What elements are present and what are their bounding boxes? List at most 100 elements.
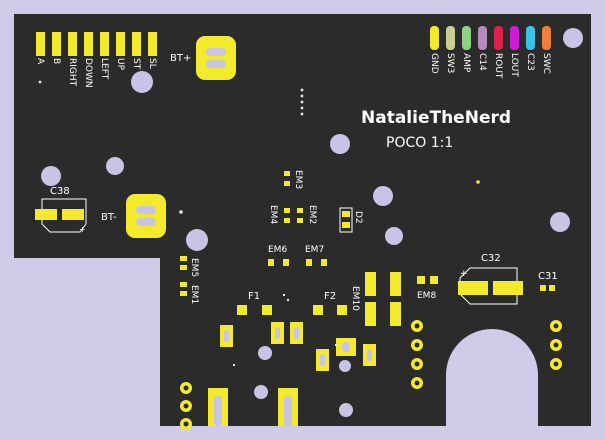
bt-plus-label: BT+ [170,53,191,64]
pad [36,32,45,56]
dot [179,210,183,214]
d2-diode [339,207,353,233]
c38-capacitor: + [35,198,87,234]
right-header-label: AMP [461,53,471,73]
lower-pad-holes [214,327,372,426]
em3-label: EM3 [293,170,303,189]
left-header-label: LEFT [99,58,109,80]
dot [476,180,480,184]
hole [550,212,570,232]
mounting-holes [41,28,583,417]
hole [131,71,153,93]
pad [52,32,61,56]
c32-label: C32 [481,253,501,264]
d2-label: D2 [353,211,363,224]
em6-em7 [268,259,327,266]
em5-em1 [180,256,187,296]
ring-pads-left [180,382,192,430]
hole [339,403,353,417]
hole [339,360,351,372]
svg-text:+: + [460,269,468,279]
pad [84,32,93,56]
dot [300,94,304,98]
left-header-label: A [35,58,45,65]
pad [100,32,109,56]
c31-label: C31 [538,271,558,282]
f2-label: F2 [324,291,336,302]
wire-pad [542,26,551,50]
wire-pad [494,26,503,50]
misc-pads [233,294,337,366]
right-header-label: LOUT [509,53,519,77]
hole [186,229,208,251]
hole [385,227,403,245]
wire-pad [462,26,471,50]
right-header-label: C14 [477,53,487,71]
right-header-label: ROUT [493,53,503,79]
em2-label: EM2 [307,205,317,224]
hole [41,166,61,186]
right-header-labels: GND SW3 AMP C14 ROUT LOUT C23 SWC [429,53,551,79]
left-header-label: B [51,58,61,64]
left-header-label: RIGHT [67,58,77,87]
board-title: NatalieTheNerd [361,108,511,128]
dot [300,106,304,110]
left-header-label: UP [115,58,125,71]
wire-pad [430,26,439,50]
left-header-label: ST [131,58,141,70]
em10-label: EM10 [350,286,360,311]
right-header-label: SW3 [445,53,455,73]
hole [106,157,124,175]
pad [132,32,141,56]
em4-em2 [284,208,303,223]
right-header-label: C23 [525,53,535,71]
silk-dots [38,80,304,302]
c38-label: C38 [50,186,70,197]
left-header-label: DOWN [83,58,93,88]
em3 [284,171,290,186]
f2-fuse [313,305,347,315]
right-header-pads [430,26,551,50]
right-header-label: GND [429,53,439,74]
dot [38,80,42,84]
pad [116,32,125,56]
svg-text:+: + [79,225,86,234]
wire-pad [446,26,455,50]
dot [300,112,304,116]
em8 [417,276,438,284]
right-header-label: SWC [541,53,551,74]
bt-plus-pad [196,36,236,80]
board-subtitle: POCO 1:1 [386,135,453,151]
f1-label: F1 [248,291,260,302]
board-cutout [446,329,538,426]
em4-label: EM4 [268,205,278,224]
bt-minus-pad [126,194,166,238]
pad [148,32,157,56]
em7-label: EM7 [305,245,324,255]
dot [286,298,290,302]
wire-pad [510,26,519,50]
c31-capacitor [540,285,555,291]
wire-pad [478,26,487,50]
pad [68,32,77,56]
ring-pads-middle [411,320,423,389]
ring-pads-right [550,320,562,370]
em5-label: EM5 [189,258,199,277]
left-header-pads [36,32,157,56]
f1-fuse [237,305,272,315]
dot [300,88,304,92]
wire-pad [526,26,535,50]
em10 [365,272,401,326]
bt-minus-label: BT- [101,212,117,223]
hole [373,186,393,206]
em8-label: EM8 [417,291,436,301]
left-header-labels: A B RIGHT DOWN LEFT UP ST SL [35,58,157,88]
em1-label: EM1 [189,285,199,304]
dot [300,100,304,104]
hole [330,134,350,154]
hole [254,385,268,399]
left-header-label: SL [147,58,157,69]
hole [563,28,583,48]
hole [258,346,272,360]
